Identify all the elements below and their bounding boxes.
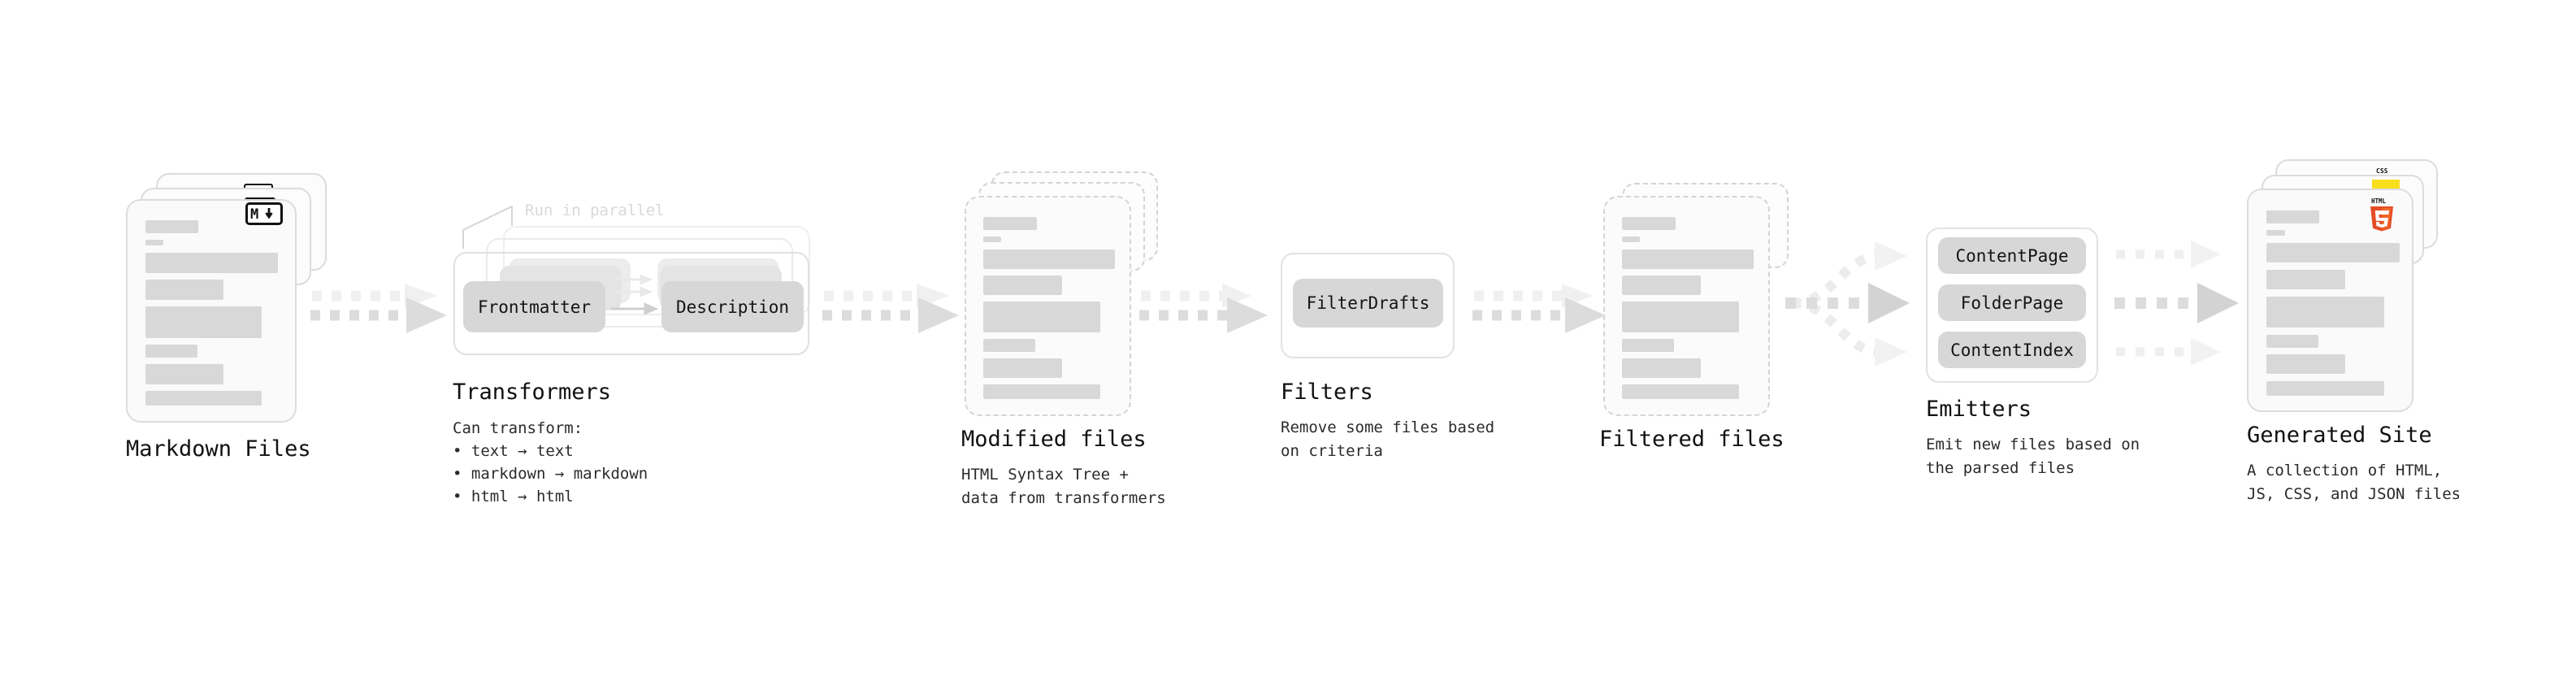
skeleton-line bbox=[2266, 270, 2345, 289]
connector-emitters-to-generated-site bbox=[2114, 241, 2239, 366]
skeleton-line bbox=[145, 391, 262, 406]
emitter-node-folderpage[interactable]: FolderPage bbox=[1938, 284, 2086, 321]
modified-file-card-front bbox=[965, 196, 1131, 416]
stage-title-emitters: Emitters bbox=[1926, 397, 2032, 422]
skeleton-line bbox=[2266, 210, 2319, 223]
transformer-node-frontmatter[interactable]: Frontmatter bbox=[463, 281, 605, 332]
run-in-parallel-bracket bbox=[462, 206, 513, 249]
skeleton-line bbox=[983, 384, 1100, 399]
skeleton-line bbox=[1622, 275, 1701, 295]
markdown-badge-front: M bbox=[245, 202, 283, 225]
html5-badge-text: HTML bbox=[2371, 197, 2387, 205]
skeleton-line bbox=[983, 358, 1062, 378]
skeleton-line bbox=[145, 306, 262, 338]
stage-title-generated-site: Generated Site bbox=[2247, 423, 2432, 448]
markdown-glyph-front: M bbox=[250, 206, 273, 221]
skeleton-line bbox=[145, 280, 223, 300]
html5-badge: HTML bbox=[2370, 197, 2393, 232]
svg-text:M: M bbox=[250, 206, 258, 221]
skeleton-line bbox=[983, 217, 1037, 230]
skeleton-line bbox=[2266, 381, 2384, 396]
transformer-arrows-ghost bbox=[614, 274, 653, 297]
skeleton-line bbox=[2266, 243, 2400, 262]
skeleton-line bbox=[983, 339, 1035, 352]
connector-filtered-files-to-emitters bbox=[1785, 241, 1910, 367]
stage-title-filtered-files: Filtered files bbox=[1599, 427, 1785, 452]
skeleton-line bbox=[2266, 335, 2318, 348]
skeleton-line bbox=[1622, 217, 1676, 230]
skeleton-line bbox=[983, 275, 1062, 295]
transformer-node-description[interactable]: Description bbox=[661, 281, 804, 332]
skeleton-line bbox=[145, 220, 198, 233]
skeleton-line bbox=[145, 253, 278, 273]
skeleton-line bbox=[2266, 354, 2345, 374]
stage-subtitle-transformers: Can transform:• text → text• markdown → … bbox=[453, 419, 648, 505]
transformers-box[interactable] bbox=[453, 252, 809, 355]
skeleton-line bbox=[145, 240, 163, 245]
filtered-file-card-front bbox=[1603, 196, 1770, 416]
skeleton-line bbox=[1622, 236, 1640, 242]
emitter-node-contentindex[interactable]: ContentIndex bbox=[1938, 332, 2086, 368]
transformer-arrow-main bbox=[611, 302, 659, 315]
skeleton-line bbox=[145, 364, 223, 384]
stage-title-markdown-files: Markdown Files bbox=[126, 436, 311, 462]
skeleton-line bbox=[1622, 358, 1701, 378]
stage-title-transformers: Transformers bbox=[453, 380, 612, 405]
connector-transformers-to-modified-files bbox=[822, 284, 959, 333]
emitter-node-contentpage[interactable]: ContentPage bbox=[1938, 237, 2086, 274]
skeleton-line bbox=[2266, 230, 2285, 236]
skeleton-line bbox=[2266, 297, 2384, 327]
connector-modified-files-to-filters bbox=[1139, 284, 1268, 333]
stage-subtitle-modified-files: HTML Syntax Tree +data from transformers bbox=[961, 466, 1166, 507]
filter-node-filterdrafts[interactable]: FilterDrafts bbox=[1293, 279, 1443, 327]
stage-subtitle-generated-site: A collection of HTML,JS, CSS, and JSON f… bbox=[2247, 462, 2461, 503]
skeleton-line bbox=[983, 301, 1100, 332]
run-in-parallel-label: Run in parallel bbox=[525, 202, 665, 219]
stage-title-filters: Filters bbox=[1281, 380, 1373, 405]
svg-text:CSS: CSS bbox=[2376, 167, 2388, 175]
skeleton-line bbox=[1622, 301, 1739, 332]
connector-markdown-to-transformers bbox=[310, 284, 447, 333]
generated-site-card-front bbox=[2247, 189, 2413, 412]
skeleton-line bbox=[983, 249, 1115, 269]
connector-filters-to-filtered-files bbox=[1472, 284, 1606, 333]
skeleton-line bbox=[1622, 249, 1754, 269]
skeleton-line bbox=[983, 236, 1001, 242]
skeleton-line bbox=[1622, 384, 1739, 399]
skeleton-line bbox=[145, 345, 197, 358]
stage-title-modified-files: Modified files bbox=[961, 427, 1147, 452]
skeleton-line bbox=[1622, 339, 1674, 352]
markdown-file-card-front bbox=[126, 199, 297, 423]
